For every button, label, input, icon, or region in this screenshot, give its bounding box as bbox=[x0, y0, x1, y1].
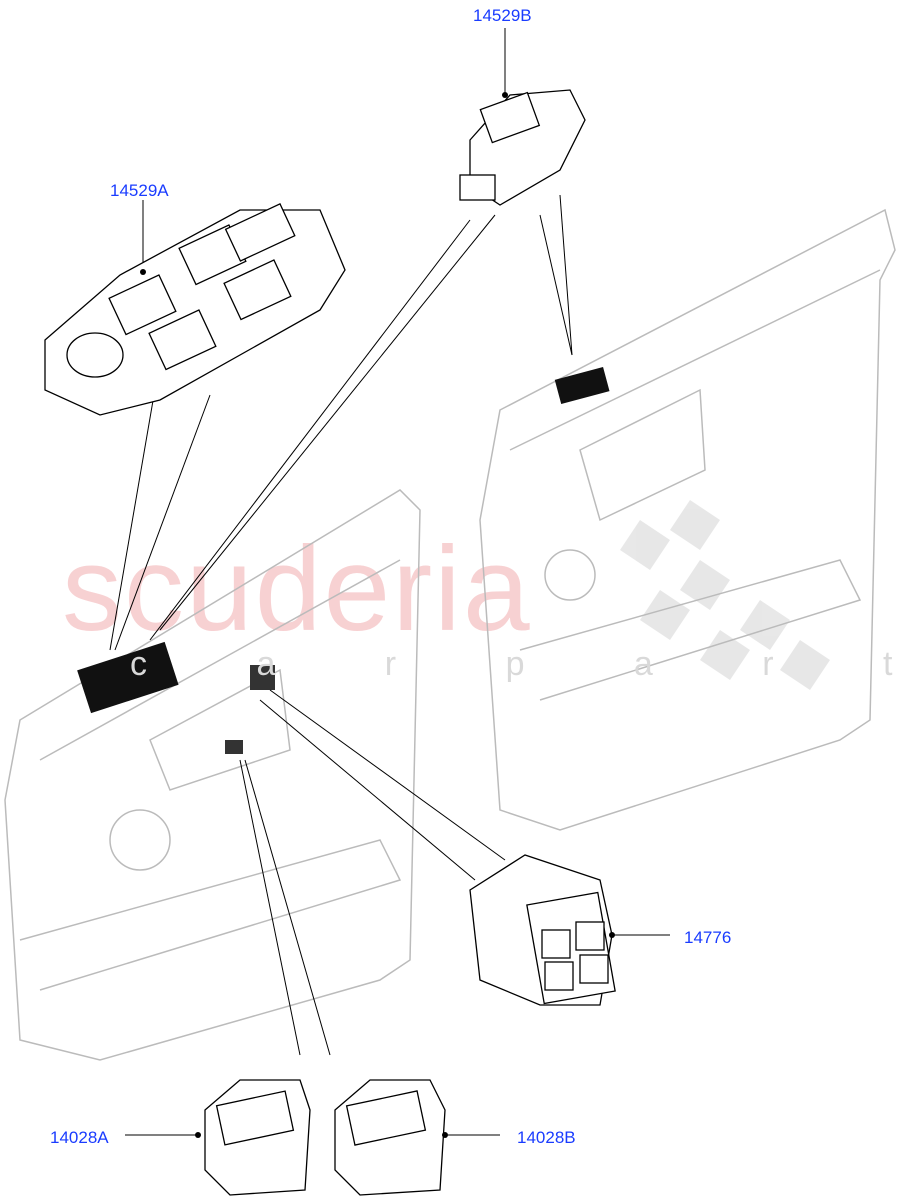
front-switch-bezel bbox=[77, 641, 179, 714]
parts bbox=[44, 89, 616, 1196]
rear-switch-bezel bbox=[554, 366, 610, 405]
memory-switch-location bbox=[250, 665, 275, 690]
part-14529B bbox=[459, 89, 586, 206]
seat-switch-location bbox=[225, 740, 243, 754]
callout-14529A[interactable]: 14529A bbox=[110, 181, 169, 200]
watermark-checker bbox=[620, 500, 830, 690]
leader-lines bbox=[109, 28, 670, 1136]
front-door-panel bbox=[4, 489, 421, 1061]
callout-14529B[interactable]: 14529B bbox=[473, 6, 532, 25]
part-14529A bbox=[44, 203, 346, 416]
watermark-brand: scuderia bbox=[62, 522, 532, 656]
callout-14028A[interactable]: 14028A bbox=[50, 1128, 109, 1147]
part-14028B bbox=[334, 1079, 446, 1196]
callout-14028B[interactable]: 14028B bbox=[517, 1128, 576, 1147]
part-14776 bbox=[469, 854, 616, 1006]
watermark-sub: c a r p a r t s bbox=[130, 645, 903, 683]
rear-door-panel bbox=[479, 208, 896, 831]
connection-dots bbox=[140, 92, 615, 1138]
part-14028A bbox=[204, 1079, 311, 1196]
callout-14776[interactable]: 14776 bbox=[684, 928, 732, 947]
